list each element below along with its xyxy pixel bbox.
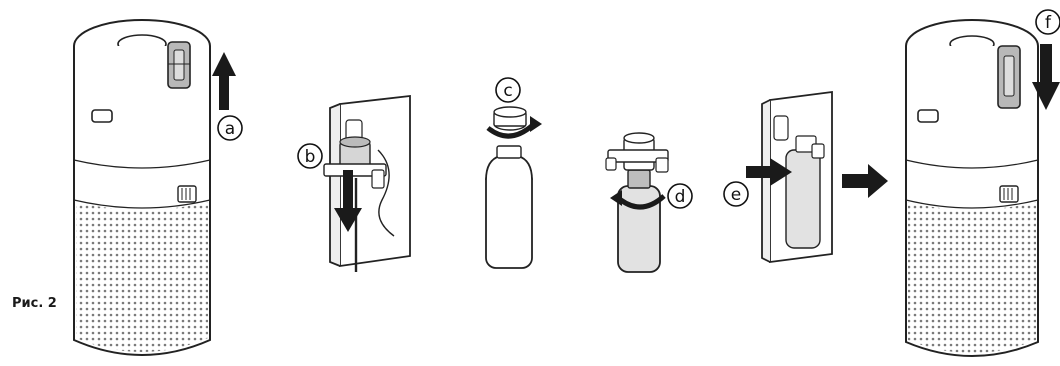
- air-purifier-right: [906, 20, 1038, 356]
- step-c-label: c: [503, 81, 512, 101]
- step-d-label: d: [675, 187, 686, 207]
- step-a-marker: a: [218, 116, 242, 140]
- step-f-label: f: [1045, 13, 1052, 33]
- figure-caption: Рис. 2: [12, 296, 57, 311]
- arrow-up-icon: [212, 52, 236, 110]
- air-purifier-left: [74, 20, 210, 355]
- cartridge-holder-b: [324, 96, 410, 272]
- step-c-marker: c: [496, 78, 520, 102]
- arrow-right-icon: [842, 164, 888, 198]
- step-d-marker: d: [668, 184, 692, 208]
- step-e-label: e: [731, 185, 741, 205]
- step-f-marker: f: [1036, 10, 1060, 34]
- step-b-marker: b: [298, 144, 322, 168]
- step-b-label: b: [305, 147, 316, 167]
- step-e-marker: e: [724, 182, 748, 206]
- step-a-label: a: [225, 119, 235, 139]
